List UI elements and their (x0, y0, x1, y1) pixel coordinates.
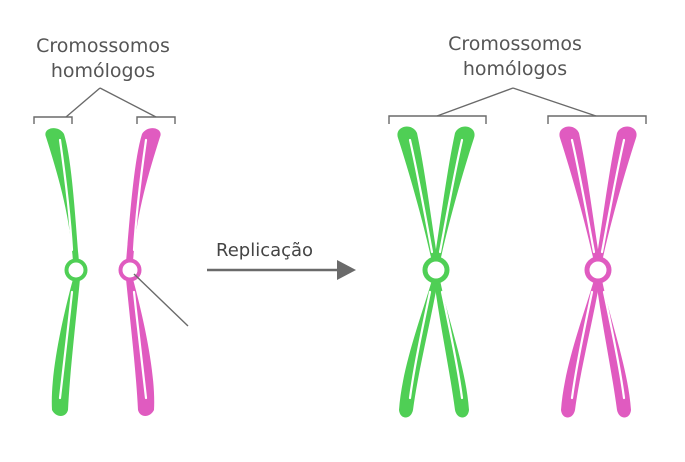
green-chromosome-single (45, 128, 88, 416)
right-label-line1: Cromossomos (448, 33, 582, 55)
replication-arrow (207, 260, 356, 280)
right-homologous-label: Cromossomos homólogos (425, 32, 605, 82)
left-homolog-bracket (33, 87, 176, 124)
green-duplicated-centromere (422, 256, 450, 284)
magenta-duplicated-centromere (584, 256, 612, 284)
right-bracket-magenta (547, 115, 647, 124)
right-connector-line-a (436, 87, 514, 117)
left-connector-line-b (99, 87, 157, 118)
left-connector-line-a (65, 87, 101, 118)
right-bracket-green (388, 115, 487, 124)
green-centromere (64, 258, 88, 282)
right-label-line2: homólogos (462, 58, 568, 80)
left-bracket-green (33, 116, 73, 124)
left-label-line1: Cromossomos (36, 35, 170, 57)
green-chromosome-duplicated (397, 126, 475, 418)
replication-label: Replicação (216, 240, 314, 261)
magenta-chromosome-single (118, 128, 189, 416)
magenta-chromosome-duplicated (559, 126, 637, 418)
left-homologous-label: Cromossomos homólogos (13, 34, 193, 84)
left-label-line2: homólogos (50, 60, 156, 82)
right-homolog-bracket (388, 87, 647, 124)
left-bracket-magenta (136, 116, 176, 124)
right-connector-line-b (512, 87, 597, 117)
centromere-pointer-line (133, 273, 189, 327)
